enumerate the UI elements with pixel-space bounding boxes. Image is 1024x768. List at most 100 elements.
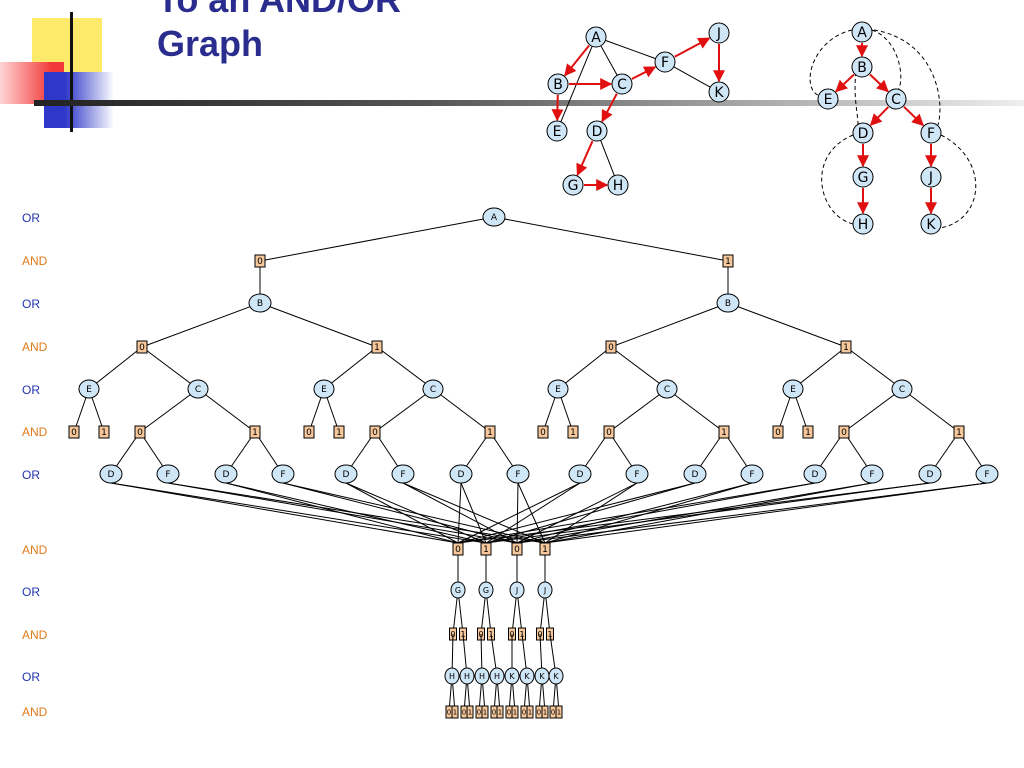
and-node-0: 0 [605, 340, 617, 354]
node-label: C [617, 77, 627, 93]
graph-node-j: J [708, 22, 730, 44]
node-label: 0 [257, 257, 263, 267]
node-label: 0 [71, 428, 77, 438]
or-node-d: D [683, 464, 707, 484]
and-node-0: 0 [475, 705, 483, 719]
node-label: 0 [551, 709, 555, 717]
and-node-1: 1 [480, 542, 492, 556]
node-label: K [714, 85, 724, 101]
and-node-1: 1 [953, 425, 965, 439]
or-node-k: K [534, 667, 550, 685]
node-label: 0 [462, 709, 466, 717]
node-label: B [257, 299, 263, 309]
node-label: D [108, 470, 115, 480]
node-label: J [928, 170, 933, 186]
or-node-e: E [547, 379, 569, 399]
primal-directed-edge [674, 37, 711, 58]
node-label: 0 [137, 428, 143, 438]
edge [544, 482, 988, 544]
node-label: D [577, 470, 584, 480]
edge [259, 216, 495, 262]
or-node-k: K [504, 667, 520, 685]
or-node-e: E [313, 379, 335, 399]
or-node-h: H [474, 667, 490, 685]
pseudo-backedge [854, 71, 859, 125]
and-node-0: 0 [537, 425, 549, 439]
or-node-e: E [78, 379, 100, 399]
edge [141, 302, 261, 348]
graph-node-c: C [611, 73, 633, 95]
and-node-1: 1 [539, 542, 551, 556]
and-node-0: 0 [460, 705, 468, 719]
level-label: OR [22, 468, 40, 482]
and-node-1: 1 [451, 705, 459, 719]
node-label: 0 [841, 428, 847, 438]
node-label: B [725, 299, 731, 309]
and-node-0: 0 [772, 425, 784, 439]
pseudo-tree-edge [869, 106, 890, 126]
and-node-0: 0 [603, 425, 615, 439]
and-node-0: 0 [254, 254, 266, 268]
graph-node-e: E [546, 120, 568, 142]
edge [110, 482, 459, 544]
node-label: G [858, 170, 869, 186]
or-node-c: C [422, 379, 444, 399]
edge [457, 482, 931, 544]
graph-node-b: B [547, 73, 569, 95]
or-node-f: F [391, 464, 415, 484]
node-label: 0 [608, 343, 614, 353]
or-node-k: K [519, 667, 535, 685]
and-node-0: 0 [535, 705, 543, 719]
and-node-1: 1 [371, 340, 383, 354]
node-label: D [812, 470, 819, 480]
node-label: E [824, 92, 833, 108]
node-label: 1 [528, 709, 532, 717]
node-label: E [553, 124, 562, 140]
node-label: 1 [956, 428, 962, 438]
edge [457, 482, 696, 544]
or-node-k: K [548, 667, 564, 685]
level-label: AND [22, 628, 48, 642]
edge [843, 388, 903, 433]
and-node-1: 1 [718, 425, 730, 439]
graph-node-g: G [562, 174, 584, 196]
node-label: F [165, 470, 170, 480]
edge [345, 482, 459, 544]
graph-node-a: A [851, 21, 873, 43]
pseudo-backedge [939, 134, 977, 229]
node-label: G [483, 586, 489, 595]
edge [457, 482, 581, 544]
node-label: H [479, 672, 485, 681]
node-label: 1 [374, 343, 380, 353]
edge [282, 482, 546, 544]
or-node-f: F [271, 464, 295, 484]
pseudo-tree-edge [869, 73, 889, 93]
or-node-c: C [891, 379, 913, 399]
node-label: 0 [514, 545, 520, 555]
node-label: D [592, 124, 603, 140]
pseudo-tree-edge [903, 105, 924, 127]
pseudo-tree-edge [835, 73, 855, 93]
or-node-j: J [509, 581, 525, 599]
node-label: 0 [775, 428, 781, 438]
edge [88, 346, 143, 390]
and-node-1: 1 [466, 705, 474, 719]
or-node-f: F [625, 464, 649, 484]
node-label: 1 [487, 428, 493, 438]
node-label: H [449, 672, 455, 681]
node-label: 1 [513, 709, 517, 717]
node-label: 1 [101, 428, 107, 438]
and-node-0: 0 [136, 340, 148, 354]
and-node-0: 0 [490, 705, 498, 719]
and-node-1: 1 [555, 705, 563, 719]
node-label: 1 [542, 545, 548, 555]
node-label: F [661, 55, 669, 71]
level-label: AND [22, 340, 48, 354]
or-node-g: G [450, 581, 466, 599]
edge [610, 302, 729, 348]
node-label: 1 [453, 709, 457, 717]
node-label: K [524, 672, 530, 681]
primal-directed-edge [601, 93, 618, 123]
